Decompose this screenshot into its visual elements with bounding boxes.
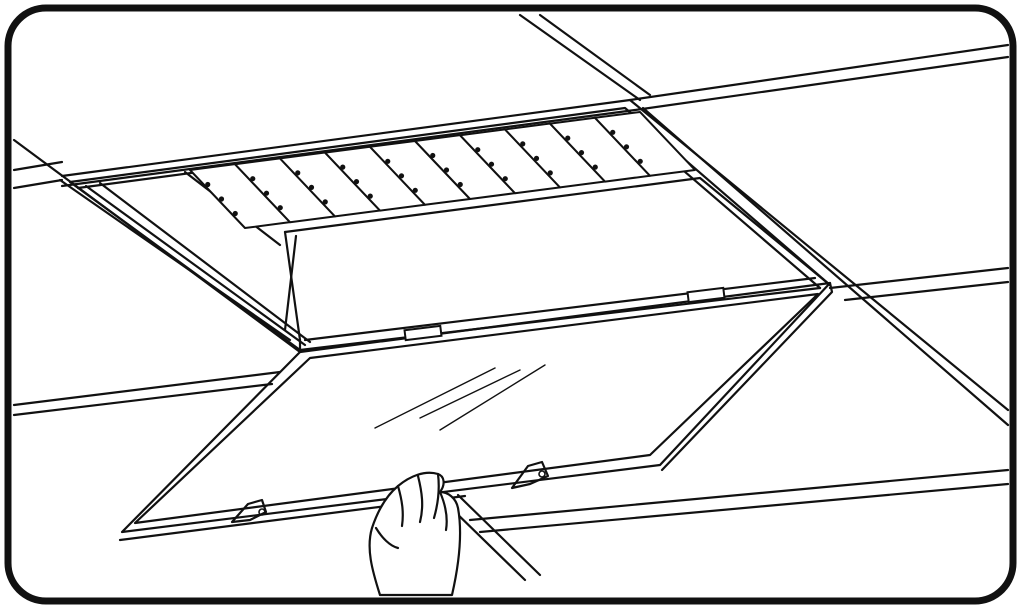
louver-screw [610, 129, 616, 135]
louver-screw [322, 199, 328, 205]
louver-screw [398, 173, 405, 179]
grid-rail-bottom-diag [456, 493, 542, 577]
louver-screw [340, 164, 346, 170]
louver-screw [277, 205, 283, 211]
latch-left [230, 498, 268, 524]
lens-door-inner [133, 292, 820, 525]
louver-screw [263, 190, 270, 196]
louver-screw [232, 210, 238, 217]
louver-screw [578, 150, 585, 156]
louver-group [189, 110, 696, 229]
louver-screw [367, 193, 373, 199]
hand-icon [368, 471, 462, 597]
lens-door-outer [120, 281, 832, 534]
louver-screw [205, 181, 211, 188]
latch-right [510, 460, 550, 490]
louver-screw [533, 155, 540, 161]
louver-screw [218, 196, 225, 202]
grid-rail-bottom-right [468, 468, 1010, 522]
louver-screw [488, 161, 495, 167]
louver-screw [637, 158, 643, 164]
hinge-left [403, 324, 443, 342]
grid-rail-left-low-2 [12, 382, 274, 417]
louver-screw [502, 176, 508, 182]
frame-border [4, 4, 1017, 605]
louver-screw [547, 170, 553, 176]
grid-rail-left-low [12, 370, 282, 407]
louver-screw [443, 167, 450, 173]
grid-rail-right-low [828, 266, 1010, 290]
louver-screw [412, 187, 418, 193]
grid-rail-top-left [12, 160, 64, 172]
louver-screw [457, 181, 463, 188]
ceiling-grid [12, 13, 1010, 582]
louver-screw [520, 141, 526, 147]
grid-rail-diag-right-2 [538, 13, 652, 97]
louver-screw [353, 179, 360, 185]
glass-reflection-2 [419, 369, 521, 419]
grid-rail-right-2 [641, 106, 1010, 427]
louver-slat [594, 110, 696, 177]
grid-rail-bottom-diag-2 [446, 503, 527, 582]
glass-reflection-3 [439, 364, 546, 431]
louver-screw [592, 164, 598, 170]
grid-rail-bottom-right-2 [478, 482, 1010, 534]
louver-screw [475, 147, 481, 153]
grid-rail-top-left-2 [12, 178, 64, 190]
lens-door [120, 281, 834, 534]
louver-screw [430, 152, 436, 159]
louver-screw [385, 158, 391, 164]
louver-screw [623, 144, 630, 150]
louver-screw [565, 135, 571, 141]
louver-screw [308, 184, 315, 190]
hinge-right [686, 286, 726, 304]
louver-screw [295, 170, 301, 176]
grid-rail-right-low-2 [843, 280, 1010, 302]
grid-rail-diag-right [518, 13, 642, 102]
louver-screw [250, 176, 256, 182]
glass-reflection-1 [374, 367, 496, 429]
grid-rail-top-2 [60, 55, 1010, 188]
